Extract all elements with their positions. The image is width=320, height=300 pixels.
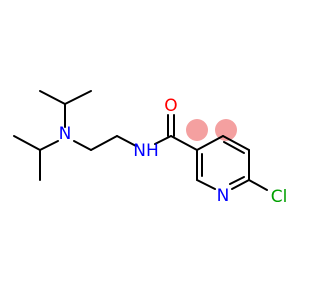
bond-n-to-ch2 xyxy=(73,140,92,151)
bond-lower-ch-to-n xyxy=(39,140,59,151)
bond-ring-c3-c4 xyxy=(196,135,224,151)
atom-chlorine: Cl xyxy=(271,187,288,207)
aromatic-highlight-c4 xyxy=(215,119,237,141)
bond-upper-methyl-b xyxy=(64,90,92,105)
bond-ring-c6-n xyxy=(231,179,250,190)
aromatic-highlight-c3 xyxy=(186,119,208,141)
bond-ring-c4-c5-outer xyxy=(222,135,250,151)
bond-nh-to-carbonyl xyxy=(154,135,172,145)
bond-lower-methyl-a xyxy=(13,135,41,151)
molecule-diagram: N NH O N Cl xyxy=(13,90,288,207)
bond-ch2-to-nh xyxy=(116,135,137,147)
atom-ring-n: N xyxy=(217,186,230,206)
bond-ring-c6-n-inner xyxy=(229,176,245,185)
atom-carbonyl-o: O xyxy=(164,96,177,116)
atom-amine-n: N xyxy=(59,124,72,144)
bond-ring-n-c2 xyxy=(196,179,216,190)
bond-carbonyl-to-ring xyxy=(170,135,198,151)
atom-amide-nh: NH xyxy=(133,141,159,161)
bond-ring-c4-c5-inner xyxy=(223,141,245,154)
bond-ch2-ch2 xyxy=(90,135,118,151)
bond-c6-to-cl xyxy=(248,179,268,191)
bond-upper-methyl-a xyxy=(39,90,66,105)
